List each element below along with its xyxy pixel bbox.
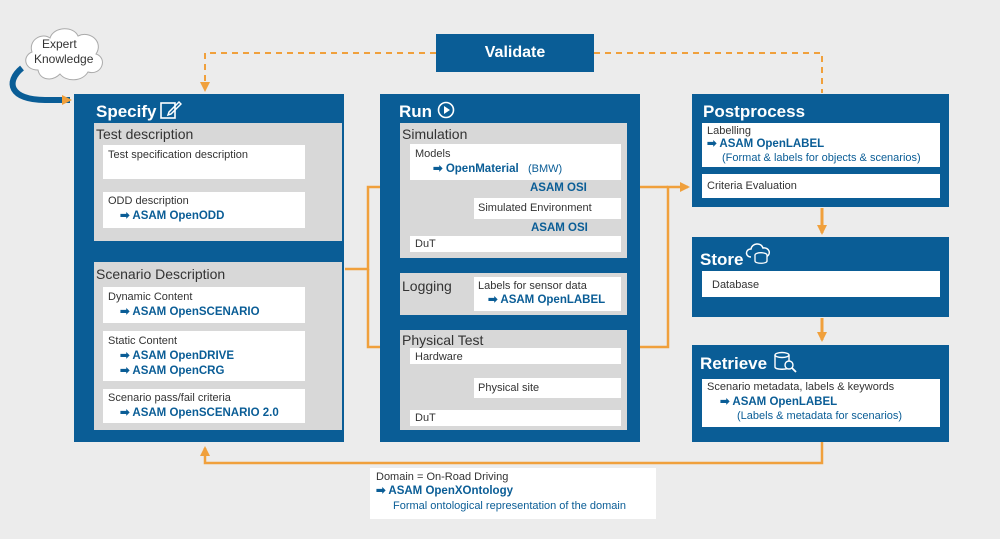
odd-card bbox=[103, 192, 305, 228]
odd-link[interactable]: ➡ ASAM OpenODD bbox=[120, 210, 225, 222]
labelling-label: Labelling bbox=[707, 125, 752, 137]
labels-sensor-label: Labels for sensor data bbox=[478, 280, 587, 292]
expert-label-line1: Expert bbox=[42, 37, 77, 51]
dynamic-content-label: Dynamic Content bbox=[108, 291, 193, 303]
play-icon bbox=[437, 101, 455, 119]
criteria-evaluation-card bbox=[702, 174, 940, 198]
physical-dut-card bbox=[410, 410, 621, 426]
criteria-label: Scenario pass/fail criteria bbox=[108, 392, 231, 404]
database-label: Database bbox=[712, 279, 760, 291]
sim-dut-label: DuT bbox=[415, 238, 436, 250]
odd-label: ODD description bbox=[108, 195, 189, 207]
database-card bbox=[702, 271, 940, 297]
test-spec-label: Test specification description bbox=[108, 149, 249, 161]
test-description-heading: Test description bbox=[96, 126, 194, 142]
models-label: Models bbox=[415, 148, 451, 160]
test-spec-card bbox=[103, 145, 305, 179]
scenario-metadata-card bbox=[702, 379, 940, 427]
osi-label-2[interactable]: ASAM OSI bbox=[531, 222, 588, 234]
osi-label-1[interactable]: ASAM OSI bbox=[530, 182, 587, 194]
models-card bbox=[410, 144, 621, 180]
domain-desc-note: Formal ontological representation of the… bbox=[393, 500, 626, 512]
retrieve-title: Retrieve bbox=[700, 354, 768, 373]
domain-card bbox=[370, 468, 656, 519]
specify-title: Specify bbox=[96, 102, 157, 121]
openmaterial-link[interactable]: ➡ OpenMaterial bbox=[433, 163, 519, 175]
scenario-metadata-label: Scenario metadata, labels & keywords bbox=[707, 381, 895, 393]
database-search-icon bbox=[774, 351, 797, 373]
hardware-card bbox=[410, 348, 621, 364]
logging-heading: Logging bbox=[402, 278, 452, 294]
criteria-evaluation-label: Criteria Evaluation bbox=[707, 180, 797, 192]
bmw-note: (BMW) bbox=[528, 163, 563, 175]
sim-dut-card bbox=[410, 236, 621, 252]
run-title: Run bbox=[399, 102, 433, 121]
physical-dut-label: DuT bbox=[415, 412, 436, 424]
store-title: Store bbox=[700, 250, 744, 269]
openscenario-link[interactable]: ➡ ASAM OpenSCENARIO bbox=[120, 306, 260, 318]
opendrive-link[interactable]: ➡ ASAM OpenDRIVE bbox=[120, 350, 234, 362]
simulation-heading: Simulation bbox=[402, 126, 468, 142]
expert-knowledge-cloud bbox=[25, 28, 103, 81]
openscenario-2-link[interactable]: ➡ ASAM OpenSCENARIO 2.0 bbox=[120, 407, 279, 419]
static-content-card bbox=[103, 331, 305, 381]
retrieve-desc-note: (Labels & metadata for scenarios) bbox=[737, 410, 903, 422]
physical-test-heading: Physical Test bbox=[402, 332, 484, 348]
logging-openlabel-link[interactable]: ➡ ASAM OpenLABEL bbox=[488, 294, 606, 306]
validate-box: Validate bbox=[436, 34, 594, 72]
physical-site-label: Physical site bbox=[478, 382, 540, 394]
postprocess-openlabel-link[interactable]: ➡ ASAM OpenLABEL bbox=[707, 138, 825, 150]
dynamic-content-card bbox=[103, 287, 305, 323]
static-content-label: Static Content bbox=[108, 335, 178, 347]
retrieve-to-specify-arrow bbox=[200, 442, 824, 465]
domain-label: Domain = On-Road Driving bbox=[376, 471, 509, 483]
opencrg-link[interactable]: ➡ ASAM OpenCRG bbox=[120, 365, 225, 377]
labelling-card bbox=[702, 123, 940, 167]
labels-sensor-card bbox=[474, 277, 621, 311]
retrieve-openlabel-link[interactable]: ➡ ASAM OpenLABEL bbox=[720, 396, 838, 408]
criteria-card bbox=[103, 389, 305, 423]
cloud-database-icon bbox=[745, 243, 771, 264]
simulated-environment-card bbox=[474, 198, 621, 219]
edit-document-icon bbox=[160, 100, 182, 119]
simulated-environment-label: Simulated Environment bbox=[478, 202, 592, 214]
postprocess-title: Postprocess bbox=[703, 102, 806, 121]
expert-label-line2: Knowledge bbox=[34, 52, 94, 66]
hardware-label: Hardware bbox=[415, 351, 463, 363]
physical-site-card bbox=[474, 378, 621, 398]
scenario-description-heading: Scenario Description bbox=[96, 266, 226, 282]
openxontology-link[interactable]: ➡ ASAM OpenXOntology bbox=[376, 485, 513, 497]
postprocess-format-note: (Format & labels for objects & scenarios… bbox=[722, 152, 921, 164]
